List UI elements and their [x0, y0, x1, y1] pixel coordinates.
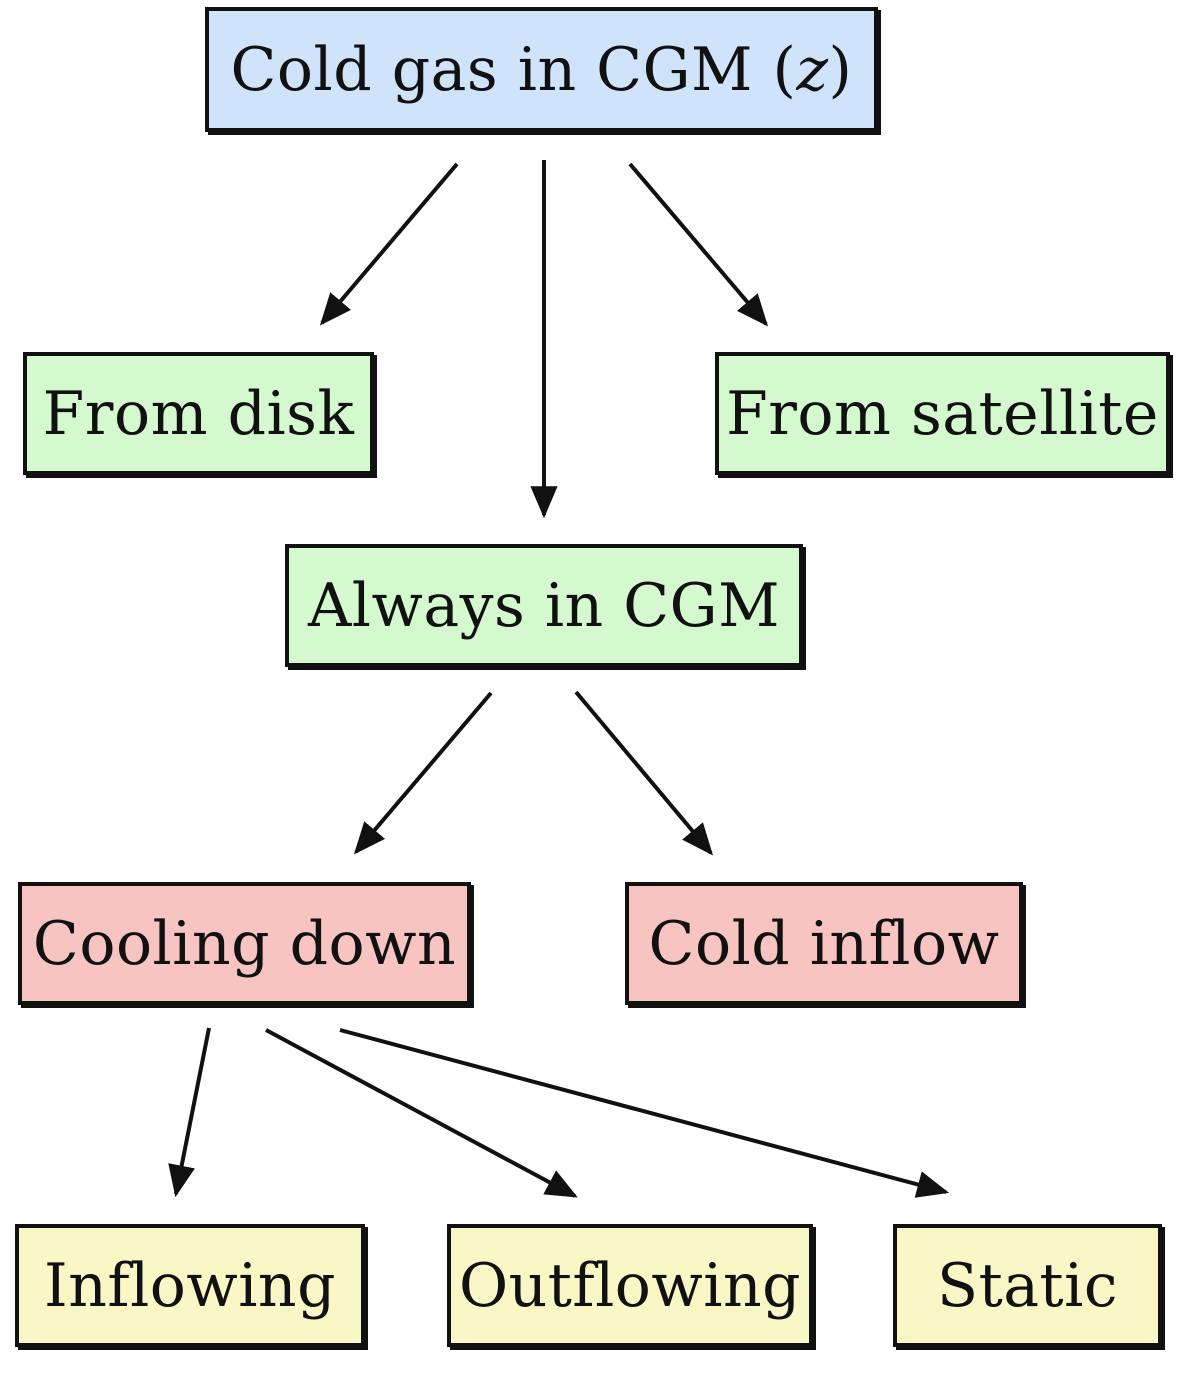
node-outflowing-label: Outflowing: [458, 1250, 802, 1321]
node-always-in-cgm-label: Always in CGM: [307, 570, 781, 641]
node-cold-inflow: Cold inflow: [625, 882, 1023, 1005]
node-from-satellite-label: From satellite: [726, 378, 1159, 449]
edge-always-in-cgm-to-cold-inflow: [574, 690, 714, 856]
node-outflowing: Outflowing: [447, 1224, 813, 1347]
node-inflowing-label: Inflowing: [44, 1250, 336, 1321]
node-root-label: Cold gas in CGM (z): [230, 34, 853, 105]
edge-cooling-down-to-inflowing: [168, 1027, 211, 1198]
edge-always-in-cgm-to-cooling-down: [353, 691, 493, 855]
redshift-variable: z: [796, 34, 829, 105]
node-cold-inflow-label: Cold inflow: [648, 908, 1000, 979]
node-inflowing: Inflowing: [15, 1224, 365, 1347]
node-from-disk: From disk: [23, 352, 374, 475]
node-root: Cold gas in CGM (z): [205, 7, 878, 132]
node-cooling-down-label: Cooling down: [32, 908, 457, 979]
node-always-in-cgm: Always in CGM: [285, 544, 803, 667]
node-static: Static: [893, 1224, 1162, 1347]
edge-cooling-down-to-outflowing: [265, 1028, 578, 1198]
edge-root-to-from-satellite: [628, 162, 769, 327]
node-static-label: Static: [937, 1250, 1118, 1321]
node-from-disk-label: From disk: [42, 378, 355, 449]
edge-root-to-from-disk: [319, 162, 459, 326]
node-cooling-down: Cooling down: [18, 882, 471, 1005]
node-from-satellite: From satellite: [715, 352, 1170, 475]
edge-cooling-down-to-static: [339, 1028, 950, 1198]
